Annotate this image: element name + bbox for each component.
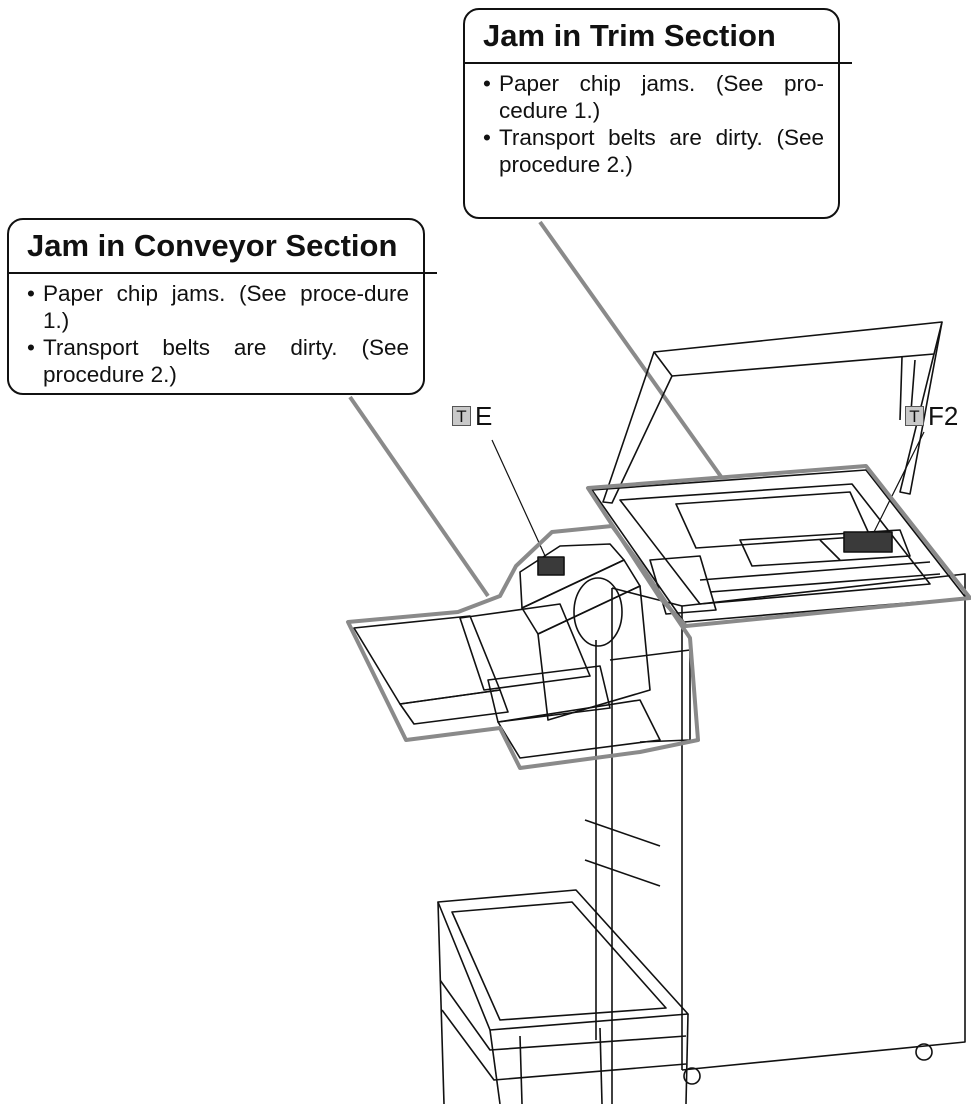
callout-title: Jam in Conveyor Section (27, 228, 398, 263)
callout-list: Paper chip jams. (See proce-dure 1.) Tra… (9, 274, 423, 398)
trim-section-highlight (586, 464, 971, 628)
callout-title: Jam in Trim Section (483, 18, 776, 53)
conveyor-section-highlight (346, 524, 700, 770)
leader-line-trim (538, 220, 724, 480)
leader-line-e (491, 439, 547, 559)
conveyor-section (353, 543, 691, 759)
list-item: Paper chip jams. (See pro-cedure 1.) (483, 70, 824, 124)
leader-line-f2 (871, 431, 925, 537)
callout-list: Paper chip jams. (See pro-cedure 1.) Tra… (465, 64, 838, 188)
callout-conveyor-section: Jam in Conveyor Section Paper chip jams.… (7, 218, 437, 398)
label-e: T E (452, 402, 492, 430)
callout-trim-section: Jam in Trim Section Paper chip jams. (Se… (463, 8, 852, 219)
list-item: Paper chip jams. (See proce-dure 1.) (27, 280, 409, 334)
list-item: Transport belts are dirty. (See procedur… (27, 334, 409, 388)
trim-section (591, 469, 967, 623)
label-f2-text: F2 (928, 401, 959, 431)
divider (465, 62, 852, 64)
label-f2: T F2 (905, 402, 958, 430)
open-lid (602, 321, 943, 504)
cabinet (584, 573, 966, 1104)
t-badge-icon: T (905, 406, 924, 426)
list-item: Transport belts are dirty. (See procedur… (483, 124, 824, 178)
leader-line-conveyor (348, 395, 490, 598)
waste-bin (437, 889, 689, 1104)
divider (9, 272, 437, 274)
t-badge-icon: T (452, 406, 471, 426)
label-e-text: E (475, 401, 493, 431)
